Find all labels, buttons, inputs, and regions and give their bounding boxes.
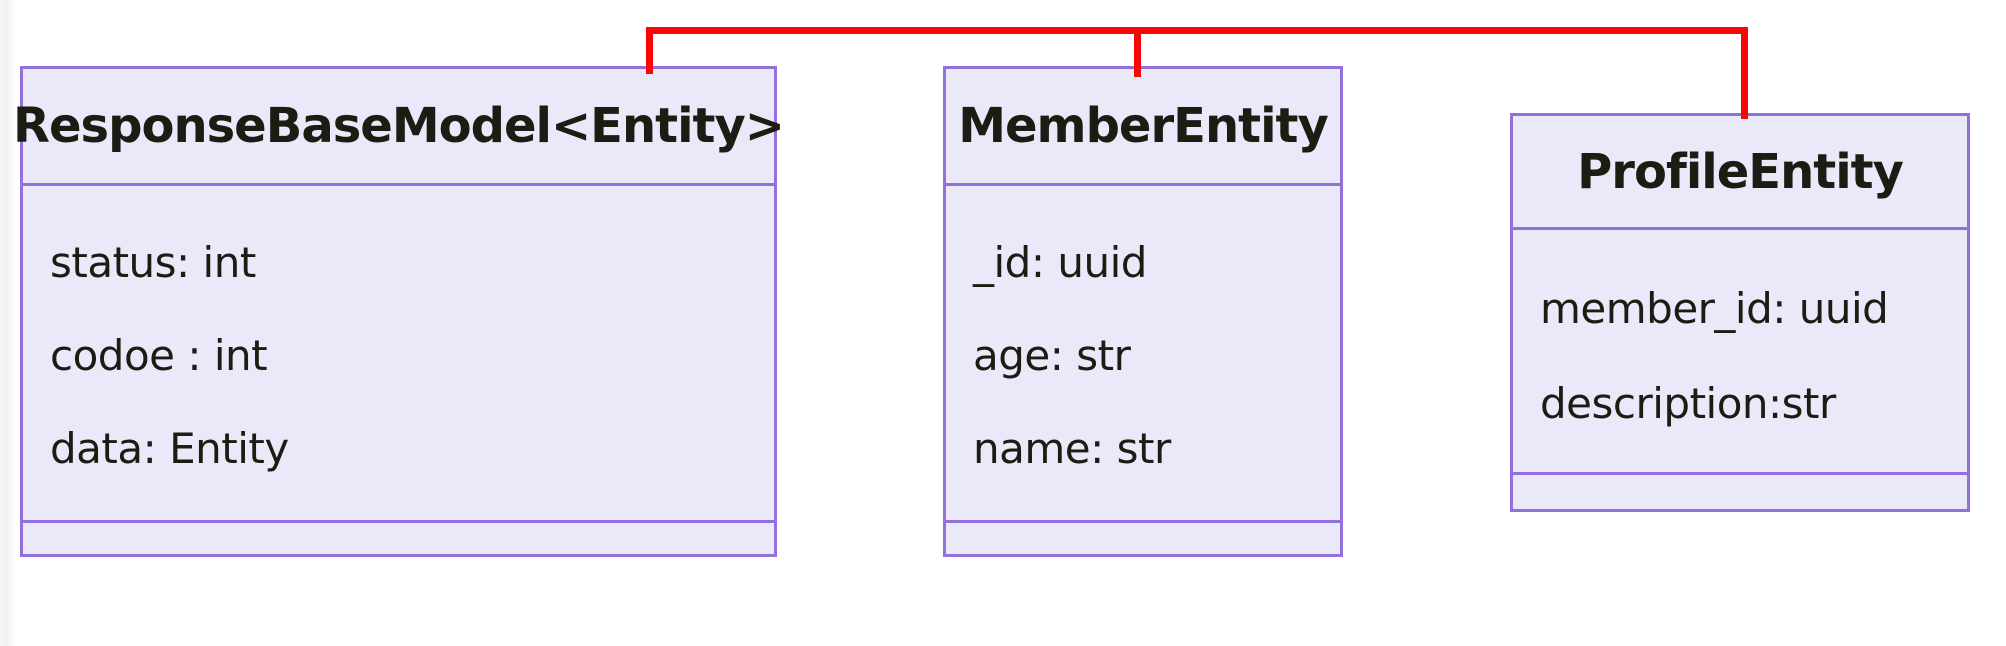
connector-drop-response-base-model [646,27,653,74]
connector-drop-profile-entity [1741,27,1748,119]
class-box-profile-entity: ProfileEntity member_id: uuid descriptio… [1510,113,1970,512]
class-attributes-section: _id: uuid age: str name: str [946,186,1340,520]
class-attribute: _id: uuid [973,238,1147,287]
class-attribute: name: str [973,424,1171,473]
class-attribute: description:str [1540,379,1836,428]
class-methods-section-empty [946,520,1340,554]
class-attributes-section: member_id: uuid description:str [1513,230,1967,472]
class-attribute: data: Entity [50,424,289,473]
class-box-member-entity: MemberEntity _id: uuid age: str name: st… [943,66,1343,557]
class-title: MemberEntity [946,69,1340,186]
class-attribute: codoe : int [50,331,268,380]
class-title: ProfileEntity [1513,116,1967,230]
class-attribute: age: str [973,331,1131,380]
class-methods-section-empty [23,520,774,554]
class-attributes-section: status: int codoe : int data: Entity [23,186,774,520]
class-title: ResponseBaseModel<Entity> [13,69,785,186]
connector-drop-member-entity [1134,27,1141,77]
left-edge-shadow [0,0,17,646]
class-attribute: member_id: uuid [1540,284,1889,333]
class-attribute: status: int [50,238,256,287]
class-methods-section-empty [1513,472,1967,509]
class-box-response-base-model: ResponseBaseModel<Entity> status: int co… [13,66,785,557]
connector-horizontal-line [646,27,1748,34]
